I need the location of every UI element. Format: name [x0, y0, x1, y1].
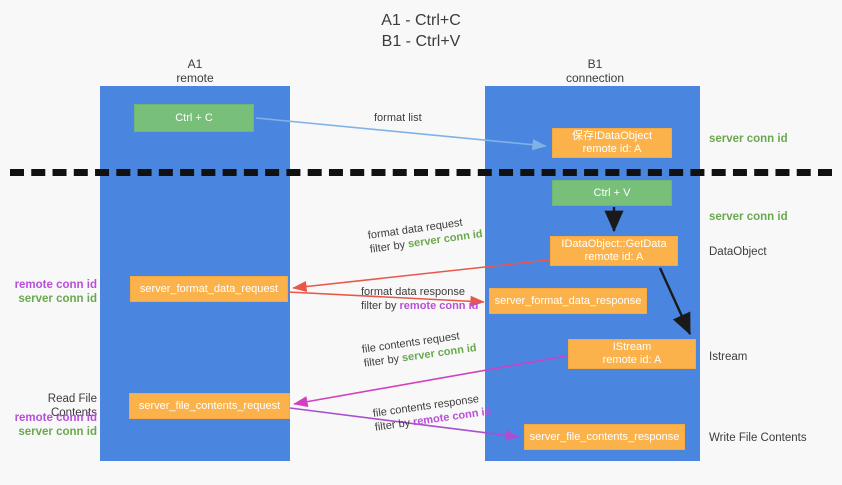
title-line-1: A1 - Ctrl+C: [381, 12, 461, 29]
filter-prefix: filter by: [363, 352, 403, 370]
column-b1-role: connection: [565, 71, 625, 85]
node-istream-line1: IStream: [612, 341, 652, 353]
column-a1-name: A1: [187, 57, 203, 71]
node-getdata-line2: remote id: A: [584, 251, 644, 263]
column-header-b1: B1 connection: [530, 57, 660, 85]
filter-prefix: filter by: [369, 238, 409, 256]
node-server-file-contents-response[interactable]: server_file_contents_response: [524, 424, 685, 450]
node-save-idataobject-line2: remote id: A: [582, 143, 642, 155]
node-ctrl-c-label: Ctrl + C: [175, 111, 213, 124]
node-save-idataobject[interactable]: 保存IDataObject remote id: A: [552, 128, 672, 158]
annotation-remote-conn-id-lower: remote conn id: [14, 412, 97, 424]
node-idataobject-getdata[interactable]: IDataObject::GetData remote id: A: [550, 236, 678, 266]
annotation-remote-conn-id-upper: remote conn id: [14, 279, 97, 291]
node-server-format-data-request[interactable]: server_format_data_request: [130, 276, 288, 302]
edge-label-format-list: format list: [374, 111, 422, 125]
node-save-idataobject-line1: 保存IDataObject: [571, 130, 653, 142]
title-line-2: B1 - Ctrl+V: [381, 33, 461, 50]
phase-divider: [10, 169, 832, 176]
page-title: A1 - Ctrl+C B1 - Ctrl+V: [0, 10, 842, 52]
edge-label-format-data-response-filter: filter by remote conn id: [361, 299, 478, 313]
node-server-format-data-response-label: server_format_data_response: [494, 294, 642, 307]
edge-label-format-data-request: format data request filter by server con…: [367, 213, 484, 257]
node-ctrl-v-label: Ctrl + V: [593, 186, 631, 199]
annotation-server-conn-id-lower: server conn id: [18, 426, 97, 438]
annotation-dataobject: DataObject: [709, 246, 767, 258]
node-ctrl-c[interactable]: Ctrl + C: [134, 104, 254, 132]
column-a1-role: remote: [176, 71, 214, 85]
annotation-server-conn-id-mid: server conn id: [709, 211, 788, 223]
node-getdata-line1: IDataObject::GetData: [561, 238, 667, 250]
node-ctrl-v[interactable]: Ctrl + V: [552, 180, 672, 206]
annotation-istream: Istream: [709, 351, 748, 363]
annotation-write-file-contents: Write File Contents: [709, 432, 807, 444]
edge-label-format-data-response-text: format data response: [361, 286, 465, 298]
node-istream[interactable]: IStream remote id: A: [568, 339, 696, 369]
edge-label-file-contents-request: file contents request filter by server c…: [361, 327, 478, 371]
node-server-file-contents-response-label: server_file_contents_response: [529, 430, 680, 443]
annotation-conn-ids-lower: remote conn id server conn id: [11, 411, 97, 439]
node-server-format-data-response[interactable]: server_format_data_response: [489, 288, 647, 314]
filter-prefix: filter by: [374, 416, 414, 434]
node-server-file-contents-request[interactable]: server_file_contents_request: [129, 393, 290, 419]
node-server-file-contents-request-label: server_file_contents_request: [138, 399, 281, 412]
column-header-a1: A1 remote: [130, 57, 260, 85]
annotation-server-conn-id-upper: server conn id: [18, 293, 97, 305]
filter-prefix: filter by: [361, 300, 400, 312]
node-server-format-data-request-label: server_format_data_request: [139, 282, 279, 295]
edge-label-file-contents-response: file contents response filter by remote …: [372, 391, 492, 435]
node-istream-line2: remote id: A: [602, 354, 662, 366]
column-b1-name: B1: [587, 57, 603, 71]
annotation-server-conn-id-top: server conn id: [709, 133, 788, 145]
filter-value-remote-conn-id: remote conn id: [399, 300, 479, 312]
edge-label-format-list-text: format list: [374, 112, 422, 124]
annotation-conn-ids-upper: remote conn id server conn id: [11, 278, 97, 306]
annotation-read-file-contents: Read File Contents: [47, 393, 97, 419]
edge-label-format-data-response: format data response filter by remote co…: [361, 285, 478, 313]
